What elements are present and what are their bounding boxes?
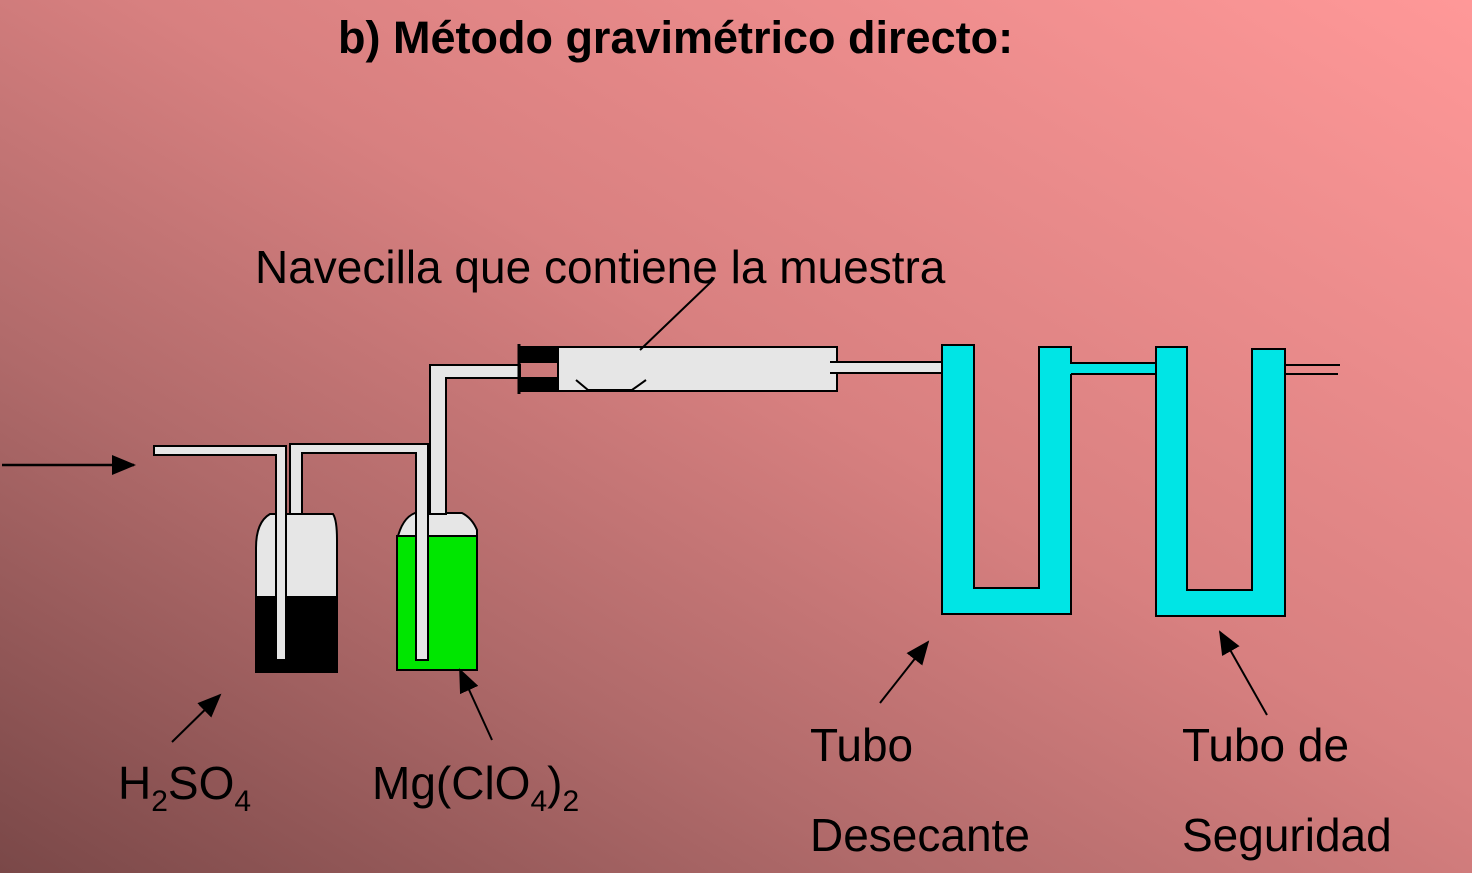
safety-tube-pointer-arrow [1219, 630, 1268, 716]
h2so4-pointer-arrow [171, 693, 222, 743]
desiccant-u-tube [941, 344, 1072, 615]
drying-tube-label-line1: Tubo [810, 719, 914, 771]
pointer-arrows [171, 280, 1268, 743]
safety-tube-label-line2: Seguridad [1182, 809, 1392, 861]
slide-title: b) Método gravimétrico directo: [338, 12, 1014, 63]
combustion-tube [517, 344, 942, 394]
mgclo4-pointer-arrow [459, 668, 493, 741]
safety-u-tube [1155, 346, 1286, 617]
u-tube-connector [1070, 364, 1158, 374]
safety-tube-label-line1: Tubo de [1182, 719, 1350, 771]
gas-outlet-tube [1285, 364, 1340, 375]
mgclo4-drying-bottle [396, 512, 478, 671]
boat-pointer [639, 280, 713, 351]
boat-label: Navecilla que contiene la muestra [255, 241, 946, 293]
h2so4-wash-bottle [255, 513, 338, 673]
mgclo4-label: Mg(ClO4)2 [372, 757, 580, 818]
drying-tube-pointer-arrow [879, 640, 930, 704]
drying-tube-label-line2: Desecante [810, 809, 1030, 861]
h2so4-label: H2SO4 [118, 757, 252, 818]
sample-boat [575, 379, 647, 391]
